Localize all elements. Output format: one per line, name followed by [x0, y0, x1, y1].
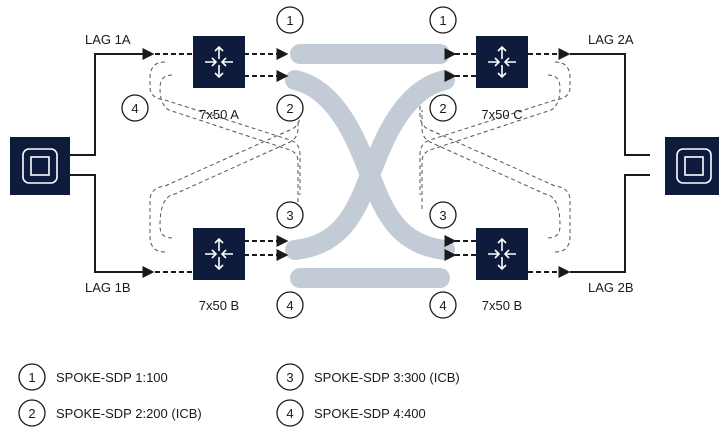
- svg-text:4: 4: [286, 406, 293, 421]
- marker-3-left: 3: [276, 201, 304, 229]
- legend-item-1: 1 SPOKE-SDP 1:100: [18, 363, 168, 391]
- legend-item-4: 4 SPOKE-SDP 4:400: [276, 399, 426, 427]
- svg-text:4: 4: [286, 298, 293, 313]
- legend: 1 SPOKE-SDP 1:100 2 SPOKE-SDP 2:200 (ICB…: [18, 363, 460, 427]
- svg-text:1: 1: [28, 370, 35, 385]
- svg-text:2: 2: [28, 406, 35, 421]
- router-b-left-label: 7x50 B: [199, 298, 239, 313]
- router-7x50-b-left: [193, 228, 245, 280]
- router-7x50-a: [193, 36, 245, 88]
- lag-arrows: [142, 48, 571, 278]
- lag-1b-label: LAG 1B: [85, 280, 131, 295]
- lag-2a-label: LAG 2A: [588, 32, 634, 47]
- svg-text:SPOKE-SDP 4:400: SPOKE-SDP 4:400: [314, 406, 426, 421]
- legend-item-2: 2 SPOKE-SDP 2:200 (ICB): [18, 399, 202, 427]
- svg-text:3: 3: [286, 370, 293, 385]
- end-device-left: [10, 137, 70, 195]
- left-dashed-paths: [149, 61, 301, 253]
- marker-4-left-top: 4: [121, 94, 149, 122]
- device-icon: [22, 148, 58, 184]
- router-c-label: 7x50 C: [481, 107, 522, 122]
- marker-4-left-bottom: 4: [276, 291, 304, 319]
- svg-text:SPOKE-SDP 1:100: SPOKE-SDP 1:100: [56, 370, 168, 385]
- device-icon: [676, 148, 712, 184]
- tube-bottom: [290, 268, 450, 288]
- svg-text:4: 4: [439, 298, 446, 313]
- legend-item-3: 3 SPOKE-SDP 3:300 (ICB): [276, 363, 460, 391]
- lag-2b-label: LAG 2B: [588, 280, 634, 295]
- marker-2-left: 2: [276, 94, 304, 122]
- router-7x50-c: [476, 36, 528, 88]
- svg-text:3: 3: [286, 208, 293, 223]
- end-device-right: [665, 137, 719, 195]
- marker-1-left: 1: [276, 6, 304, 34]
- svg-text:2: 2: [286, 101, 293, 116]
- svg-text:3: 3: [439, 208, 446, 223]
- svg-text:SPOKE-SDP 3:300 (ICB): SPOKE-SDP 3:300 (ICB): [314, 370, 460, 385]
- right-dashed-paths: [419, 61, 571, 253]
- lag-1a-label: LAG 1A: [85, 32, 131, 47]
- sdp-tubes: [285, 44, 455, 288]
- marker-4-right-bottom: 4: [429, 291, 457, 319]
- svg-text:SPOKE-SDP 2:200 (ICB): SPOKE-SDP 2:200 (ICB): [56, 406, 202, 421]
- tube-cross-b: [285, 70, 455, 260]
- svg-text:2: 2: [439, 101, 446, 116]
- lag-lines: [70, 53, 650, 273]
- router-7x50-b-right: [476, 228, 528, 280]
- router-b-right-label: 7x50 B: [482, 298, 522, 313]
- sdp-arrows: [244, 48, 476, 261]
- router-a-label: 7x50 A: [199, 107, 239, 122]
- svg-text:1: 1: [439, 13, 446, 28]
- marker-1-right: 1: [429, 6, 457, 34]
- tube-top: [290, 44, 450, 64]
- marker-2-right: 2: [429, 94, 457, 122]
- svg-text:4: 4: [131, 101, 138, 116]
- svg-text:1: 1: [286, 13, 293, 28]
- marker-3-right: 3: [429, 201, 457, 229]
